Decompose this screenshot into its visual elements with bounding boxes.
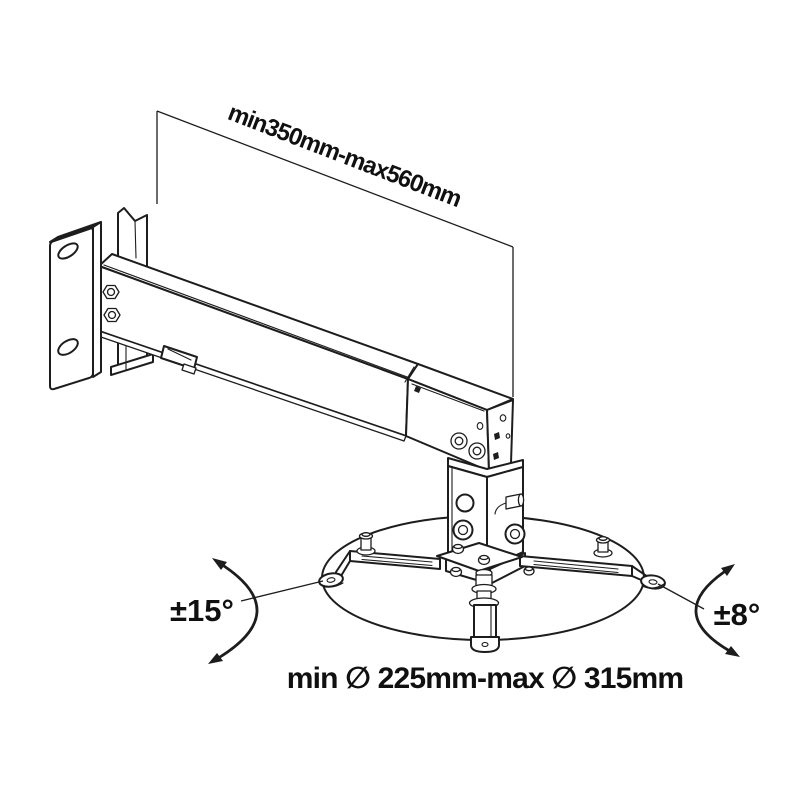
tilt-rotation-arrow-icon [694, 564, 740, 657]
left-arm-bolt [356, 532, 376, 556]
swivel-rotation-arrow-icon [208, 558, 259, 664]
extension-arm-inner [404, 363, 514, 472]
swivel-angle-label: ±15° [170, 593, 234, 628]
arm-fixing-bolts [102, 284, 121, 323]
extension-arm-outer [97, 253, 419, 442]
swivel-bracket [445, 457, 526, 585]
plate-slot-top [57, 242, 79, 260]
tilt-annotation: ±8° [657, 564, 761, 657]
diameter-range-label: min ∅ 225mm-max ∅ 315mm [287, 662, 684, 695]
tilt-angle-label: ±8° [714, 597, 761, 632]
plate-slot-bottom [57, 338, 79, 356]
right-arm-bolt [593, 536, 613, 558]
swivel-annotation: ±15° [170, 558, 324, 664]
extension-range-label: min350mm-max560mm [224, 99, 464, 213]
wall-plate [49, 221, 102, 391]
drop-column [468, 568, 500, 653]
bracket-hole [455, 493, 475, 513]
spider-plate [318, 532, 666, 590]
